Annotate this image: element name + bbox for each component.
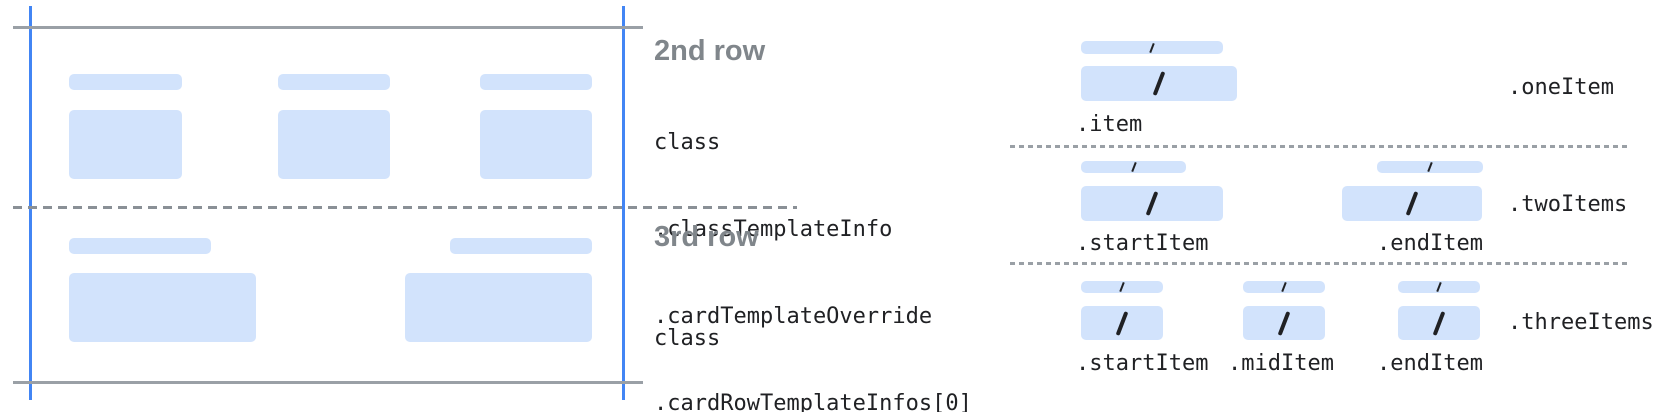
item-label-placeholder xyxy=(1398,281,1480,293)
path-line: .classTemplateInfo xyxy=(654,217,893,242)
item-value-placeholder xyxy=(1081,306,1163,340)
item-field-label: .midItem xyxy=(1228,351,1334,376)
slash-icon xyxy=(1149,42,1155,53)
field-value-placeholder xyxy=(278,110,390,179)
third-row-heading: 3rd row xyxy=(654,221,759,253)
slash-icon xyxy=(1115,310,1129,336)
second-row-heading: 2nd row xyxy=(654,35,766,67)
field-label-placeholder xyxy=(69,238,211,254)
field-label-placeholder xyxy=(278,74,390,90)
slash-icon xyxy=(1152,71,1166,96)
item-field-label: .startItem xyxy=(1076,351,1209,376)
slash-icon xyxy=(1427,161,1433,173)
path-line: class xyxy=(654,130,721,155)
item-label-placeholder xyxy=(1081,281,1163,293)
item-value-placeholder xyxy=(1398,306,1480,340)
item-value-placeholder xyxy=(1342,186,1482,221)
card-left-edge-line xyxy=(29,6,32,400)
layout-name-label: .oneItem xyxy=(1508,75,1614,100)
slash-icon xyxy=(1436,281,1442,293)
slash-icon xyxy=(1119,281,1125,293)
slash-icon xyxy=(1145,191,1159,216)
item-field-label: .endItem xyxy=(1377,231,1483,256)
item-field-label: .endItem xyxy=(1377,351,1483,376)
item-value-placeholder xyxy=(1081,186,1223,221)
layout-name-label: .threeItems xyxy=(1508,310,1654,335)
path-line: class xyxy=(654,326,721,351)
field-label-placeholder xyxy=(450,238,592,254)
item-label-placeholder xyxy=(1081,41,1223,54)
item-field-label: .item xyxy=(1076,112,1143,137)
field-value-placeholder xyxy=(480,110,592,179)
item-label-placeholder xyxy=(1081,161,1186,173)
slash-icon xyxy=(1281,281,1287,293)
card-right-edge-line xyxy=(622,6,625,400)
third-row-path: class .classTemplateInfo .cardTemplateOv… xyxy=(654,266,972,412)
layout-name-label: .twoItems xyxy=(1508,192,1628,217)
layout-divider-dotted-line xyxy=(1010,262,1630,265)
second-row-path: class .classTemplateInfo .cardTemplateOv… xyxy=(654,70,972,412)
field-value-placeholder xyxy=(69,110,182,179)
path-line: .cardRowTemplateInfos[0] xyxy=(654,391,972,412)
field-label-placeholder xyxy=(480,74,592,90)
slash-icon xyxy=(1432,310,1446,336)
item-field-label: .startItem xyxy=(1076,231,1209,256)
card-top-edge-line xyxy=(13,26,643,29)
slash-icon xyxy=(1405,191,1419,216)
path-line: .cardTemplateOverride xyxy=(654,304,933,329)
card-row-divider-dashed-line xyxy=(13,206,797,209)
card-bottom-edge-line xyxy=(13,381,643,384)
layout-divider-dotted-line xyxy=(1010,145,1630,148)
slash-icon xyxy=(1277,310,1291,336)
field-label-placeholder xyxy=(69,74,182,90)
item-value-placeholder xyxy=(1081,66,1237,101)
field-value-placeholder xyxy=(405,273,592,342)
field-value-placeholder xyxy=(69,273,256,342)
item-value-placeholder xyxy=(1243,306,1325,340)
slash-icon xyxy=(1130,161,1137,173)
item-label-placeholder xyxy=(1243,281,1325,293)
item-label-placeholder xyxy=(1377,161,1483,173)
